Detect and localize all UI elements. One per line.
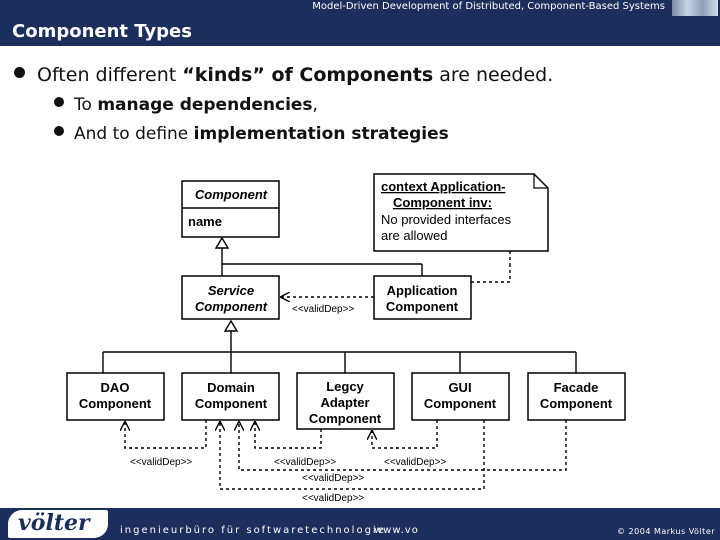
dependency-lines: <<validDep>> <<validDep>> <<validDep>> <… <box>125 420 567 504</box>
component-class-attribute: name <box>188 214 222 229</box>
bullet-dot-icon <box>54 97 64 107</box>
dep-gui-to-legacy <box>372 420 438 449</box>
running-title: Model-Driven Development of Distributed,… <box>312 1 665 12</box>
domain-component-line-1: Domain <box>207 380 255 395</box>
footer-url: www.vo <box>374 525 419 536</box>
domain-component-line-2: Component <box>195 396 268 411</box>
bullet-dot-icon <box>54 126 64 136</box>
dep-legacy-to-domain <box>255 422 322 449</box>
bullet-3-text: And to define <box>74 124 194 144</box>
bullet-1-text-end: are needed. <box>433 64 554 86</box>
dao-component-frame <box>66 372 165 421</box>
gui-component-line-1: GUI <box>448 380 471 395</box>
dep-label-facade-domain: <<validDep>> <box>302 473 364 484</box>
bullet-dot-icon <box>14 67 25 78</box>
note-line-3: No provided interfaces <box>381 212 512 227</box>
bullet-3-bold: implementation strategies <box>193 124 449 144</box>
gui-component-box: GUI Component <box>411 372 510 421</box>
logo-text: völter <box>18 510 90 536</box>
gui-component-line-2: Component <box>424 396 497 411</box>
dep-domain-to-dao <box>125 420 207 449</box>
service-component-line-2: Component <box>195 299 268 314</box>
legacy-component-line-2: Adapter <box>320 395 369 410</box>
dep-label-app-service: <<validDep>> <box>292 304 354 315</box>
top-header-bar: Model-Driven Development of Distributed,… <box>0 0 720 16</box>
note-fold-icon <box>533 174 548 189</box>
component-class-name: Component <box>195 187 268 202</box>
company-logo: völter <box>8 510 108 538</box>
application-component-box: Application Component <box>373 275 472 320</box>
dao-component-line-1: DAO <box>101 380 130 395</box>
application-component-line-2: Component <box>386 299 459 314</box>
dao-component-box: DAO Component <box>66 372 165 421</box>
bullet-1-bold: “kinds” of Components <box>182 64 434 86</box>
legacy-component-line-3: Component <box>309 411 382 426</box>
legacy-component-line-1: Legcy <box>326 379 364 394</box>
footer-copyright: © 2004 Markus Völter <box>617 527 716 536</box>
bullet-3: And to define implementation strategies <box>54 124 449 144</box>
dao-component-line-2: Component <box>79 396 152 411</box>
ocl-constraint-note: context Application- Component inv: No p… <box>373 173 549 252</box>
note-line-2: Component inv: <box>393 195 492 210</box>
footer-bar <box>0 508 720 540</box>
note-line-4: are allowed <box>381 228 448 243</box>
component-class-frame <box>181 180 280 238</box>
dep-label-gui-domain: <<validDep>> <box>302 493 364 504</box>
dep-label-legacy-domain: <<validDep>> <box>274 457 336 468</box>
bullet-2-bold: manage dependencies <box>97 95 313 115</box>
service-component-frame <box>181 275 280 320</box>
bullet-1-text: Often different <box>37 64 183 86</box>
generalization-triangle-icon <box>214 236 230 249</box>
bullet-2-text: To <box>74 95 98 115</box>
facade-component-box: Facade Component <box>527 372 626 421</box>
facade-component-line-2: Component <box>540 396 613 411</box>
generalization-triangle-icon-2 <box>223 319 239 332</box>
application-component-line-1: Application <box>387 283 458 298</box>
dep-gui-to-domain <box>220 420 485 490</box>
note-frame <box>373 173 549 252</box>
facade-component-frame <box>527 372 626 421</box>
facade-component-line-1: Facade <box>554 380 599 395</box>
slide-title: Component Types <box>12 21 192 42</box>
footer-company: ingenieurbüro für softwaretechnologie <box>120 525 386 536</box>
component-class-box: Component name <box>181 180 280 238</box>
service-component-line-1: Service <box>208 283 254 298</box>
legacy-adapter-component-box: Legcy Adapter Component <box>296 372 395 430</box>
note-line-1: context Application- <box>381 179 505 194</box>
service-component-box: Service Component <box>181 275 280 320</box>
header-thumbnail-image <box>672 0 718 16</box>
bullet-2-text-end: , <box>312 95 318 115</box>
domain-component-box: Domain Component <box>181 372 280 421</box>
dep-label-gui-legacy: <<validDep>> <box>384 457 446 468</box>
legacy-adapter-component-frame <box>296 372 395 430</box>
bullet-1: Often different “kinds” of Components ar… <box>14 64 553 86</box>
dep-label-domain-dao: <<validDep>> <box>130 457 192 468</box>
bullet-2: To manage dependencies, <box>54 95 318 115</box>
gui-component-frame <box>411 372 510 421</box>
domain-component-frame <box>181 372 280 421</box>
dep-facade-to-domain <box>239 420 567 471</box>
slide-title-bar: Component Types <box>0 16 720 46</box>
